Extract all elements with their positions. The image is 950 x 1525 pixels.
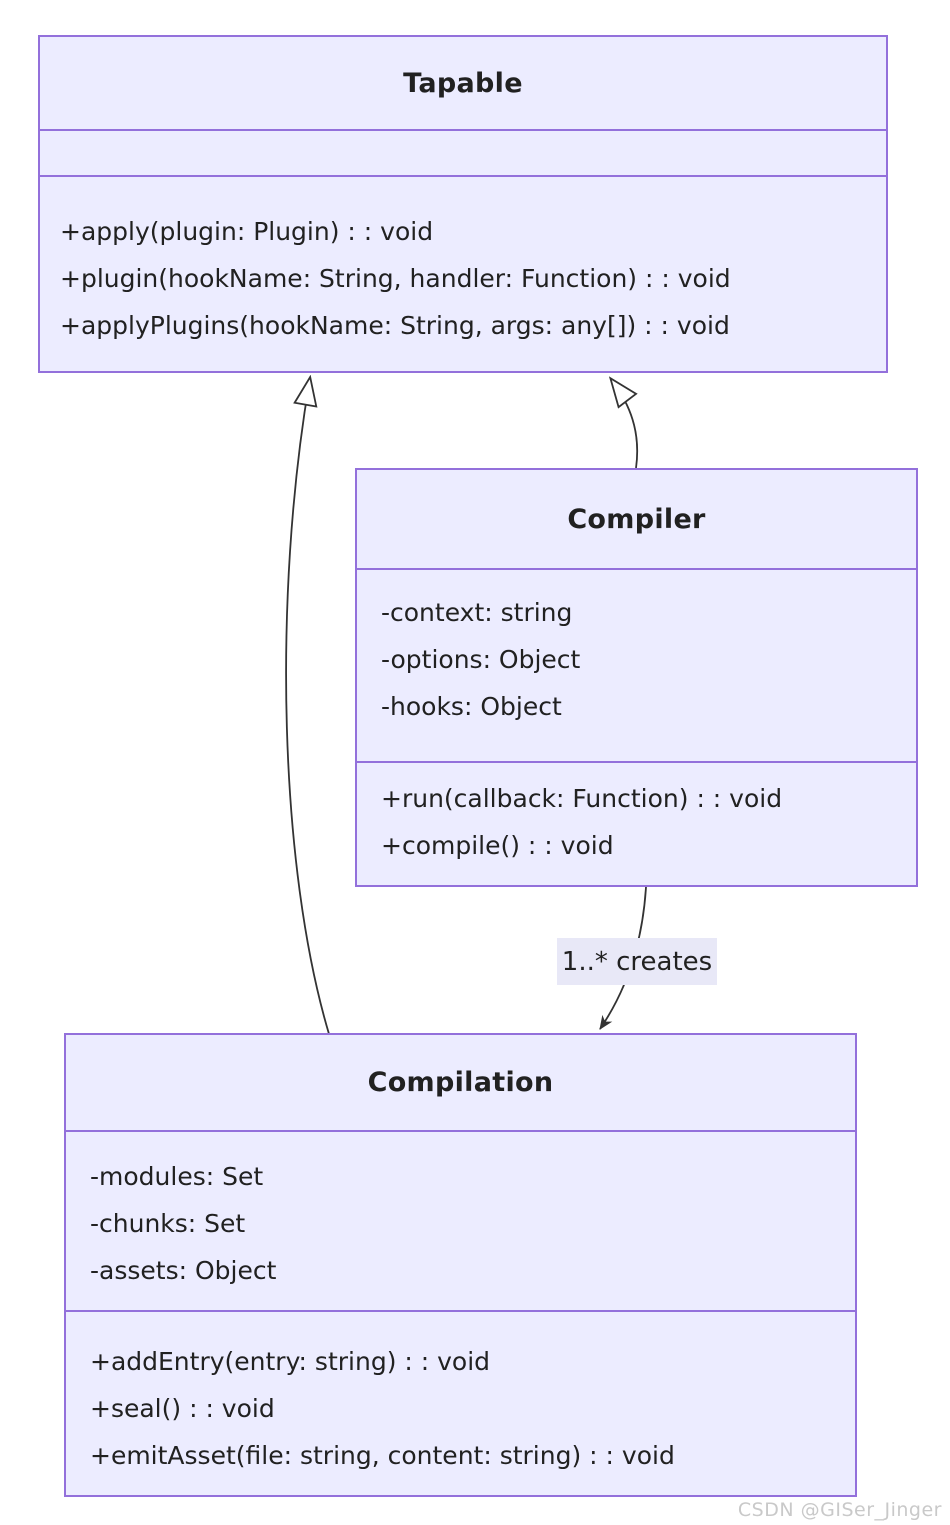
inheritance-edge-compiler-to-tapable: [611, 379, 639, 469]
methods-section-tapable: +apply(plugin: Plugin) : : void +plugin(…: [40, 175, 886, 371]
attributes-section-tapable: [40, 129, 886, 175]
class-title-tapable: Tapable: [403, 67, 523, 99]
methods-section-compilation: +addEntry(entry: string) : : void +seal(…: [66, 1310, 855, 1495]
class-box-compilation: Compilation -modules: Set -chunks: Set -…: [64, 1033, 857, 1497]
class-attribute-row: -context: string: [381, 598, 573, 627]
edge-label-creates: 1..* creates: [557, 938, 717, 985]
class-attribute-row: -modules: Set: [90, 1162, 264, 1191]
class-method-row: +run(callback: Function) : : void: [381, 784, 783, 813]
class-method-row: +plugin(hookName: String, handler: Funct…: [60, 264, 731, 293]
class-method-row: +seal() : : void: [90, 1394, 275, 1423]
attributes-section-compilation: -modules: Set -chunks: Set -assets: Obje…: [66, 1130, 855, 1310]
class-method-row: +emitAsset(file: string, content: string…: [90, 1441, 675, 1470]
class-method-row: +applyPlugins(hookName: String, args: an…: [60, 311, 730, 340]
methods-section-compiler: +run(callback: Function) : : void +compi…: [357, 761, 916, 885]
class-method-row: +compile() : : void: [381, 831, 614, 860]
class-method-row: +apply(plugin: Plugin) : : void: [60, 217, 434, 246]
class-title-compiler: Compiler: [567, 503, 706, 535]
class-box-compiler: Compiler -context: string -options: Obje…: [355, 468, 918, 887]
watermark: CSDN @GISer_Jinger: [737, 1499, 942, 1521]
class-attribute-row: -options: Object: [381, 645, 581, 674]
attributes-section-compiler: -context: string -options: Object -hooks…: [357, 568, 916, 761]
inheritance-edge-compilation-to-tapable: [285, 378, 330, 1035]
class-attribute-row: -hooks: Object: [381, 692, 562, 721]
class-method-row: +addEntry(entry: string) : : void: [90, 1347, 491, 1376]
class-box-tapable: Tapable +apply(plugin: Plugin) : : void …: [38, 35, 888, 373]
class-attribute-row: -assets: Object: [90, 1256, 277, 1285]
class-attribute-row: -chunks: Set: [90, 1209, 246, 1238]
class-title-compilation: Compilation: [367, 1067, 554, 1098]
